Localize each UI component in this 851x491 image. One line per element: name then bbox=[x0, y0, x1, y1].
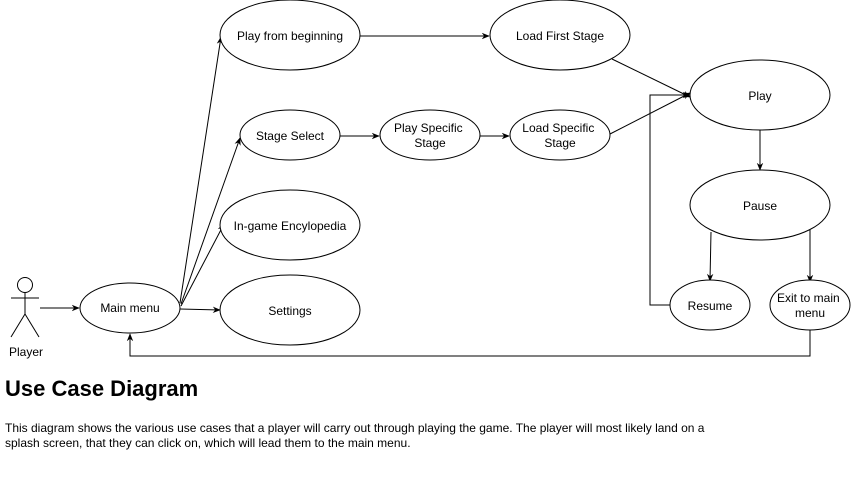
edge-exit-main-menu bbox=[126, 329, 811, 357]
label-play-specific-stage: Play Specific Stage bbox=[394, 121, 466, 150]
label-resume: Resume bbox=[688, 299, 733, 313]
label-load-specific-stage: Load Specific Stage bbox=[522, 121, 597, 150]
node-exit-to-main-menu bbox=[769, 279, 851, 331]
label-play-from-beginning: Play from beginning bbox=[237, 29, 343, 43]
edge-main-menu-encyclopedia bbox=[180, 223, 225, 307]
page-title: Use Case Diagram bbox=[5, 376, 199, 401]
use-case-diagram: Player Main menu Play from beg bbox=[9, 0, 851, 359]
label-exit-line-1: Exit to main bbox=[777, 291, 840, 305]
edge-load-first-play bbox=[611, 58, 691, 98]
node-load-first-stage bbox=[489, 0, 631, 71]
label-settings: Settings bbox=[268, 304, 311, 318]
edge-main-menu-settings bbox=[179, 306, 221, 314]
description: This diagram shows the various use cases… bbox=[5, 421, 705, 450]
label-load-specific-stage-line-1: Load Specific bbox=[522, 121, 594, 135]
edge-pause-resume bbox=[706, 231, 714, 282]
node-main-menu bbox=[79, 282, 181, 334]
node-load-specific-stage bbox=[509, 109, 611, 161]
label-main-menu: Main menu bbox=[100, 301, 159, 315]
label-load-first-stage: Load First Stage bbox=[516, 29, 604, 43]
player-label: Player bbox=[9, 345, 43, 359]
label-stage-select: Stage Select bbox=[256, 129, 325, 143]
player-actor bbox=[10, 277, 40, 338]
label-play: Play bbox=[748, 89, 771, 103]
edge-main-menu-play-from-beginning bbox=[179, 36, 224, 304]
node-encyclopedia bbox=[219, 189, 361, 261]
node-stage-select bbox=[239, 109, 341, 161]
label-play-specific-stage-line-2: Stage bbox=[414, 136, 446, 150]
edge-main-menu-stage-select bbox=[180, 137, 241, 305]
label-load-specific-stage-line-2: Stage bbox=[544, 136, 576, 150]
node-play bbox=[689, 59, 831, 131]
label-play-specific-stage-line-1: Play Specific bbox=[394, 121, 463, 135]
node-resume bbox=[669, 279, 751, 331]
node-pause bbox=[689, 169, 831, 241]
label-exit-to-main-menu: Exit to main menu bbox=[777, 291, 843, 320]
label-encyclopedia: In-game Encylopedia bbox=[234, 219, 347, 233]
label-pause: Pause bbox=[743, 199, 777, 213]
node-play-specific-stage bbox=[379, 109, 481, 161]
node-settings bbox=[219, 274, 361, 346]
edge-resume-play bbox=[649, 91, 691, 306]
label-exit-line-2: menu bbox=[795, 306, 825, 320]
edges bbox=[40, 32, 814, 357]
node-play-from-beginning bbox=[219, 0, 361, 71]
